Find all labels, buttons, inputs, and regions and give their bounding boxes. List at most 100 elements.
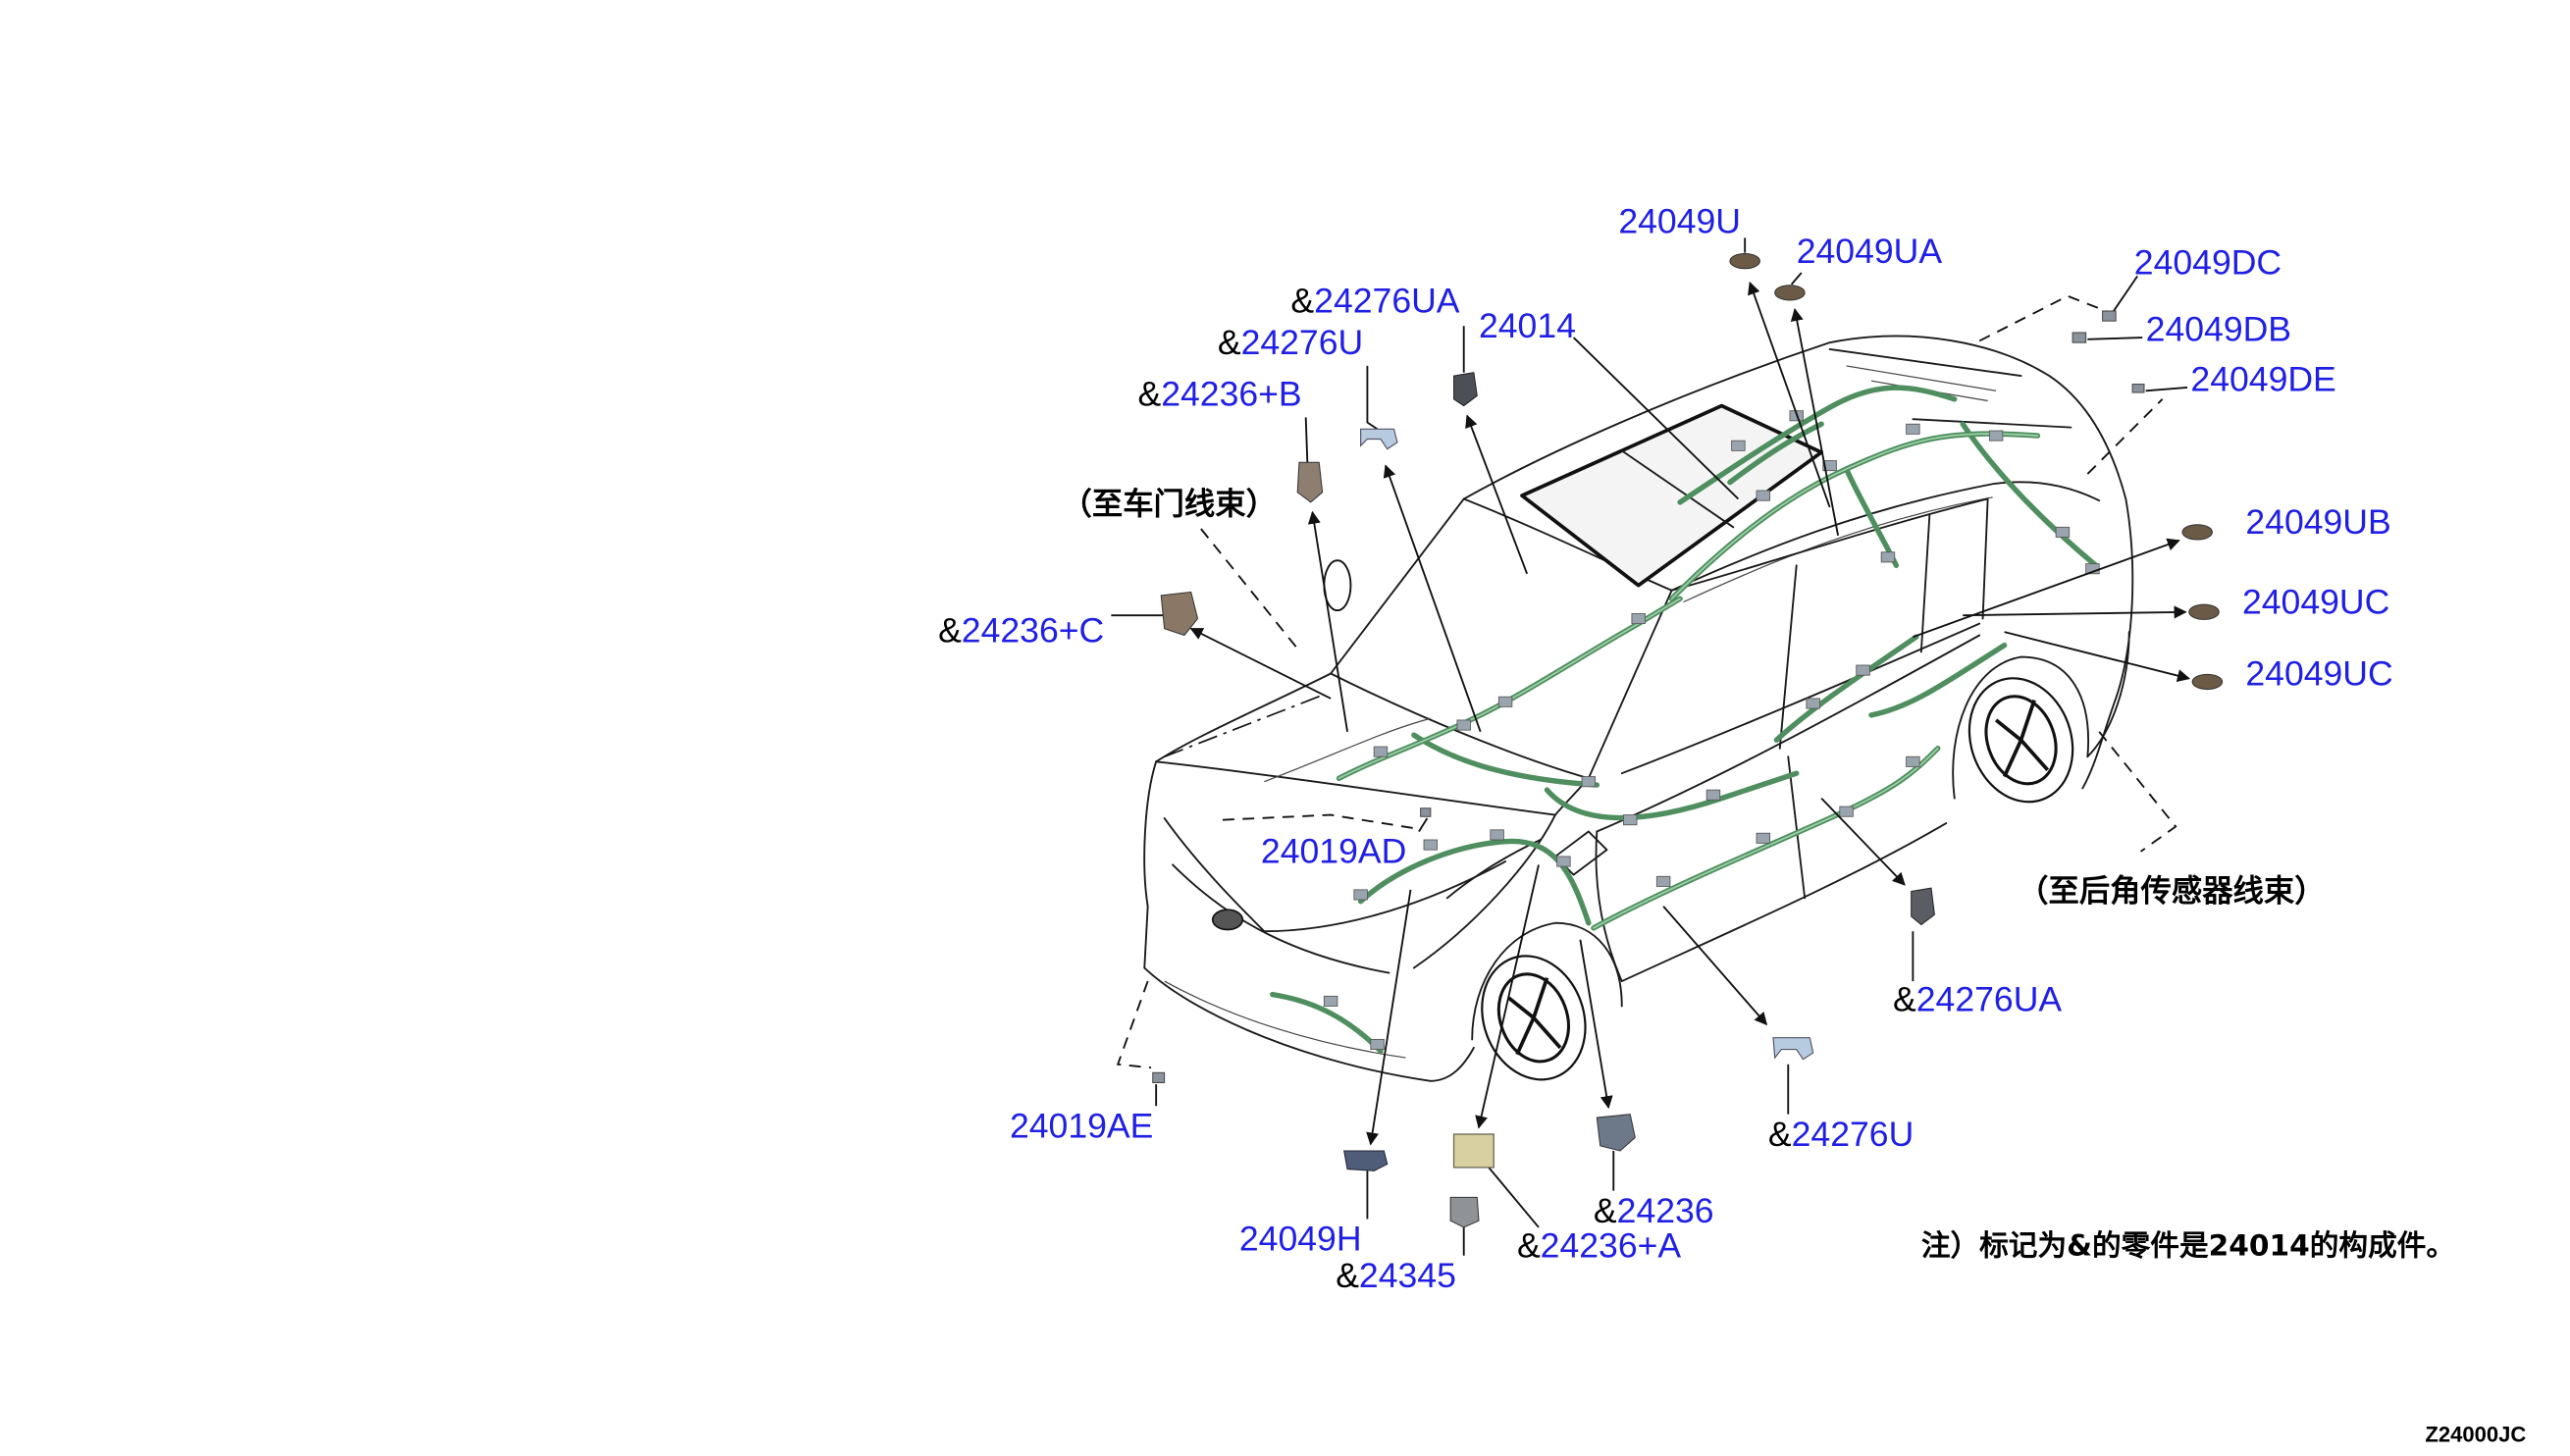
part-24236C-icon	[1160, 591, 1199, 637]
arrow-24049UA	[1790, 307, 1840, 536]
harness-connector	[2055, 526, 2071, 538]
arrow-24049UC-upper	[1963, 605, 2187, 619]
callout-24276U-upper: &24276U	[1218, 323, 1363, 362]
part-24049U-icon	[1729, 252, 1760, 270]
dashed-roof-rear-connectors	[1978, 294, 2107, 342]
part-24049H-icon	[1343, 1150, 1389, 1171]
harness-connectors	[1323, 410, 2100, 1050]
callout-24236B: &24236+B	[1137, 375, 1301, 414]
dashed-24019AE	[1116, 980, 1152, 1069]
harness-connector	[1756, 490, 1771, 501]
callout-24019AE: 24019AE	[1010, 1106, 1153, 1145]
arrow-24236C	[1189, 627, 1332, 700]
harness-connector	[1497, 696, 1513, 707]
note-rear-corner-sensor-harness: （至后角传感器线束）	[2018, 874, 2325, 910]
arrow-24236	[1579, 939, 1613, 1110]
harness-connector	[1822, 460, 1837, 472]
dashed-24019AD	[1222, 813, 1415, 830]
harness-connector	[1373, 746, 1389, 757]
part-24276U-upper-icon	[1360, 428, 1398, 450]
callout-24276U-lower: &24276U	[1768, 1115, 1914, 1154]
leader-24014	[1572, 337, 1740, 500]
harness-connector	[1623, 814, 1638, 826]
part-24345-icon	[1449, 1196, 1480, 1228]
wiring-harness	[1270, 385, 2100, 1054]
near-side-mirror	[1554, 830, 1608, 876]
rear-wheel	[1952, 655, 2089, 804]
harness-connector	[1856, 664, 1870, 676]
part-24019AD-icon	[1420, 807, 1432, 817]
harness-connector	[1988, 430, 2004, 442]
callout-24236: &24236	[1594, 1191, 1714, 1230]
callout-24345: &24345	[1336, 1256, 1456, 1295]
leader-lines	[1111, 237, 2191, 1256]
callout-labels: 24049U 24049UA 24049DC 24049DB 24049DE &…	[938, 201, 2526, 1446]
callout-24276UA-lower: &24276UA	[1893, 980, 2062, 1019]
harness-connector	[1581, 776, 1597, 788]
callout-24236A: &24236+A	[1517, 1225, 1681, 1265]
front-wheel	[1471, 921, 1623, 1081]
callout-24049DE: 24049DE	[2190, 359, 2335, 398]
harness-connector	[1556, 856, 1571, 867]
arrow-24049UC-lower	[2004, 631, 2191, 683]
part-24049UC-upper-icon	[2188, 603, 2220, 620]
footnote: 注）标记为&的零件是24014的构成件。	[1921, 1228, 2455, 1263]
harness-connector	[1423, 839, 1439, 851]
part-24236-icon	[1596, 1114, 1636, 1152]
part-24236A-icon	[1452, 1133, 1495, 1169]
arrow-24276UA-upper	[1465, 414, 1528, 575]
part-24049DC-icon	[2102, 310, 2117, 322]
arrow-24276U-upper	[1383, 464, 1482, 733]
far-side-mirror	[1323, 559, 1352, 612]
arrow-24276UA-lower	[1820, 797, 1906, 886]
harness-connector	[1906, 423, 1920, 435]
arrow-24276U-lower	[1662, 906, 1768, 1026]
callout-24049U: 24049U	[1618, 201, 1741, 240]
part-icons	[1152, 252, 2224, 1228]
harness-connector	[1839, 806, 1854, 817]
harness-connector	[1353, 889, 1368, 901]
part-24049UC-lower-icon	[2191, 673, 2224, 691]
callout-24049H: 24049H	[1239, 1220, 1362, 1259]
callout-24276UA-upper: &24276UA	[1290, 282, 1459, 321]
part-24276UA-lower-icon	[1911, 887, 1935, 926]
harness-connector	[1705, 789, 1721, 801]
part-24049UA-icon	[1774, 285, 1806, 301]
callout-24049UC-upper: 24049UC	[2242, 582, 2389, 621]
part-24019AE-icon	[1152, 1071, 1166, 1083]
callout-24049UC-lower: 24049UC	[2245, 653, 2392, 693]
harness-connector	[1756, 832, 1771, 844]
dashed-door-harness	[1200, 528, 1298, 650]
part-24276UA-upper-icon	[1453, 372, 1478, 407]
part-24049UB-icon	[2181, 524, 2213, 541]
arrow-24049UB	[1913, 538, 2180, 639]
harness-connector	[1655, 875, 1671, 887]
arrow-24236A	[1475, 864, 1540, 1129]
harness-connector	[1631, 613, 1646, 625]
callout-24049UB: 24049UB	[2245, 502, 2390, 542]
note-door-harness: （至车门线束）	[1062, 487, 1277, 522]
nissan-logo	[1211, 909, 1244, 931]
harness-connector	[1731, 440, 1746, 451]
callout-24049DC: 24049DC	[2134, 243, 2282, 283]
harness-connector	[1370, 1038, 1385, 1050]
harness-connector	[1880, 551, 1896, 563]
harness-connector	[1806, 698, 1820, 709]
arrow-24049U	[1748, 281, 1831, 508]
arrow-24049H	[1366, 889, 1412, 1146]
car-body-outline	[1143, 335, 2134, 1082]
harness-connector	[1323, 995, 1338, 1007]
part-24049DB-icon	[2072, 332, 2087, 343]
callout-24049DB: 24049DB	[2146, 309, 2291, 348]
arrow-24236B	[1307, 510, 1348, 732]
dashed-rear-sensor-harness	[2098, 731, 2177, 853]
part-24276U-lower-icon	[1772, 1037, 1814, 1061]
callout-24019AD: 24019AD	[1261, 832, 1406, 871]
figure-code: Z24000JC	[2425, 1423, 2526, 1447]
harness-connector	[1456, 719, 1471, 731]
callout-24049UA: 24049UA	[1797, 232, 1943, 271]
part-24049DE-icon	[2131, 384, 2145, 393]
part-24236B-icon	[1296, 461, 1324, 503]
harness-connector	[1906, 755, 1920, 767]
